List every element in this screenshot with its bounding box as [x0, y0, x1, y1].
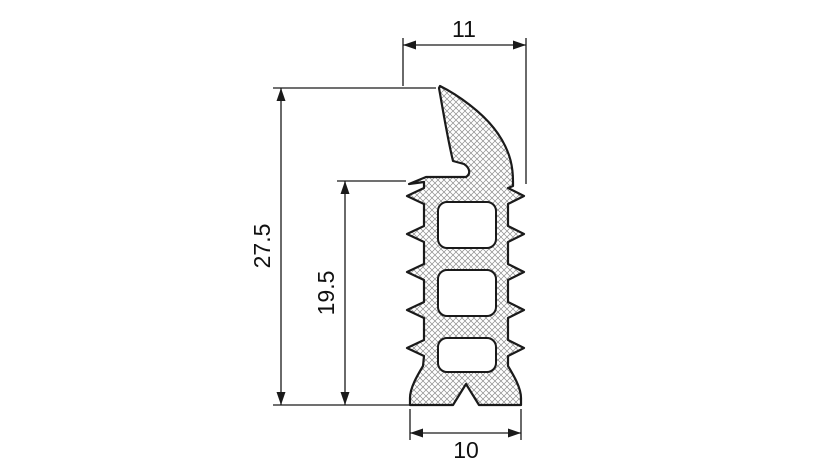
dim-label-bottom-width: 10	[453, 437, 479, 463]
chamber-hole-3	[437, 337, 497, 373]
dimension-inner-height: 19.5	[313, 180, 406, 405]
dimension-top-width: 11	[402, 16, 527, 184]
dim-label-inner-height: 19.5	[313, 271, 339, 316]
arrowhead-left	[410, 428, 423, 438]
chamber-hole-2	[437, 269, 497, 317]
dimension-total-height: 27.5	[249, 87, 436, 406]
dim-label-top-width: 11	[452, 16, 476, 42]
arrowhead-left	[403, 40, 416, 50]
dim-label-total-height: 27.5	[249, 224, 275, 269]
arrowhead-right	[508, 428, 521, 438]
arrowhead-top	[340, 181, 350, 194]
chamber-hole-1	[437, 201, 497, 249]
dimension-bottom-width: 10	[409, 409, 522, 463]
profile-section	[405, 84, 526, 407]
arrowhead-top	[276, 88, 286, 101]
arrowhead-bottom	[276, 392, 286, 405]
arrowhead-bottom	[340, 392, 350, 405]
arrowhead-right	[513, 40, 526, 50]
